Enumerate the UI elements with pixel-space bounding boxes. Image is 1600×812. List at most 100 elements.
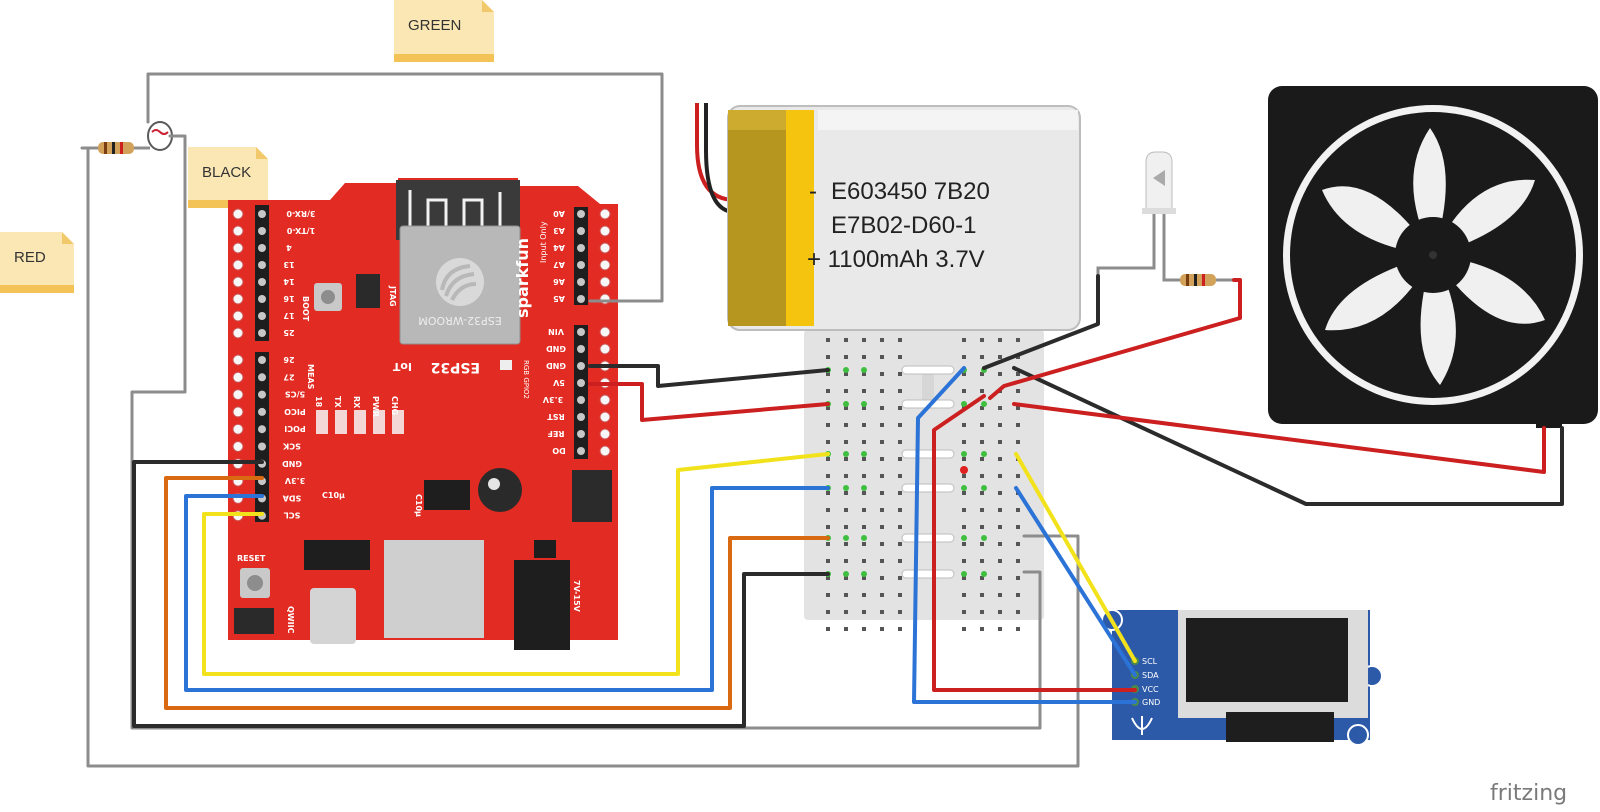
led-chg-label: CHG <box>390 396 399 415</box>
led-pwr-label: PWR <box>371 396 380 417</box>
breadboard-hole <box>826 508 830 512</box>
breadboard-hole <box>980 576 984 580</box>
breadboard-hole <box>962 423 966 427</box>
breadboard-active-hole <box>981 401 987 407</box>
battery-line3: + 1100mAh 3.7V <box>807 246 985 273</box>
wire-yellow-oled-scl <box>1014 452 1137 663</box>
breadboard-active-hole <box>961 401 967 407</box>
header-pin <box>577 278 585 286</box>
barrel-jack <box>514 560 570 650</box>
battery-line1: E603450 7B20 <box>831 178 990 205</box>
module-label: ESP32-WROOM <box>418 314 501 327</box>
header-pin <box>577 413 585 421</box>
breadboard-hole <box>998 627 1002 631</box>
board-pad <box>232 242 244 254</box>
breadboard-hole <box>998 610 1002 614</box>
breadboard-hole <box>998 423 1002 427</box>
oled-pin-vcc: VCC <box>1142 685 1159 694</box>
header-pin <box>258 227 266 235</box>
breadboard-hole <box>880 457 884 461</box>
wires <box>80 72 1564 768</box>
board-pad <box>599 343 611 355</box>
wire-black-esp-gnd <box>588 364 830 388</box>
board-pad <box>599 326 611 338</box>
pin-label: 3.3V <box>542 395 563 404</box>
breadboard-hole <box>962 576 966 580</box>
breadboard-hole <box>880 627 884 631</box>
breadboard-hole <box>844 542 848 546</box>
breadboard-hole <box>862 338 866 342</box>
resistor-2 <box>1180 274 1216 286</box>
led-circuit <box>1096 151 1234 286</box>
breadboard-hole <box>1016 542 1020 546</box>
breadboard-jumper <box>901 449 955 459</box>
meas-label: MEAS <box>306 364 315 390</box>
usb-c-port <box>310 588 356 644</box>
battery-minus-mark: - <box>809 178 817 205</box>
esp32-pin-holes <box>232 208 611 522</box>
breadboard-hole <box>844 627 848 631</box>
wire-red-esp-5v <box>588 382 830 422</box>
board-pad <box>599 411 611 423</box>
breadboard-hole <box>844 338 848 342</box>
breadboard-hole <box>998 576 1002 580</box>
note-green: GREEN <box>394 0 494 62</box>
breadboard-hole <box>998 457 1002 461</box>
wire-black-fan <box>1012 366 1564 506</box>
board-pad <box>232 208 244 220</box>
pin-label: 14 <box>283 277 295 286</box>
header-pin <box>258 356 266 364</box>
breadboard-hole <box>962 559 966 563</box>
led-tx-label: TX <box>333 396 342 408</box>
cooling-fan <box>1268 86 1598 428</box>
breadboard-hole <box>962 627 966 631</box>
led-18 <box>316 410 328 434</box>
breadboard-hole <box>898 593 902 597</box>
pin-label: VIN <box>548 327 564 336</box>
breadboard-hole <box>862 474 866 478</box>
photoresistor-circuit <box>82 121 173 154</box>
breadboard-hole <box>998 372 1002 376</box>
breadboard-hole <box>826 525 830 529</box>
breadboard-hole <box>1016 389 1020 393</box>
header-pin <box>577 227 585 235</box>
breadboard-hole <box>898 406 902 410</box>
pin-label: SCL <box>284 511 301 520</box>
breadboard-hole <box>880 338 884 342</box>
header-pin <box>577 261 585 269</box>
breadboard-jumper <box>901 533 955 543</box>
board-pad <box>599 428 611 440</box>
header-pin <box>258 373 266 382</box>
breadboard-hole <box>962 491 966 495</box>
pin-label: 17 <box>283 311 294 320</box>
breadboard-hole <box>898 508 902 512</box>
board-pad <box>232 406 244 418</box>
breadboard-hole <box>962 525 966 529</box>
breadboard-hole <box>862 576 866 580</box>
breadboard-hole <box>880 355 884 359</box>
breadboard-hole <box>898 559 902 563</box>
breadboard-hole <box>826 474 830 478</box>
breadboard-hole <box>962 508 966 512</box>
breadboard-active-hole <box>861 367 867 373</box>
breadboard-hole <box>898 474 902 478</box>
header-pin <box>577 447 585 455</box>
pin-label: PICO <box>284 407 306 416</box>
pin-label: 4 <box>286 243 292 252</box>
breadboard-hole <box>880 525 884 529</box>
pin-label: 1/TX-0 <box>286 226 315 235</box>
breadboard-hole <box>844 406 848 410</box>
brand-label: sparkfun <box>513 238 532 318</box>
breadboard-hole <box>898 355 902 359</box>
breadboard-hole <box>844 474 848 478</box>
breadboard-active-hole <box>961 535 967 541</box>
breadboard-hole <box>844 423 848 427</box>
wire-gray-green-note <box>146 72 664 303</box>
breadboard-hole <box>826 627 830 631</box>
wire-orange-3v3 <box>164 476 830 710</box>
breadboard-hole <box>898 423 902 427</box>
note-green-text: GREEN <box>408 17 461 34</box>
